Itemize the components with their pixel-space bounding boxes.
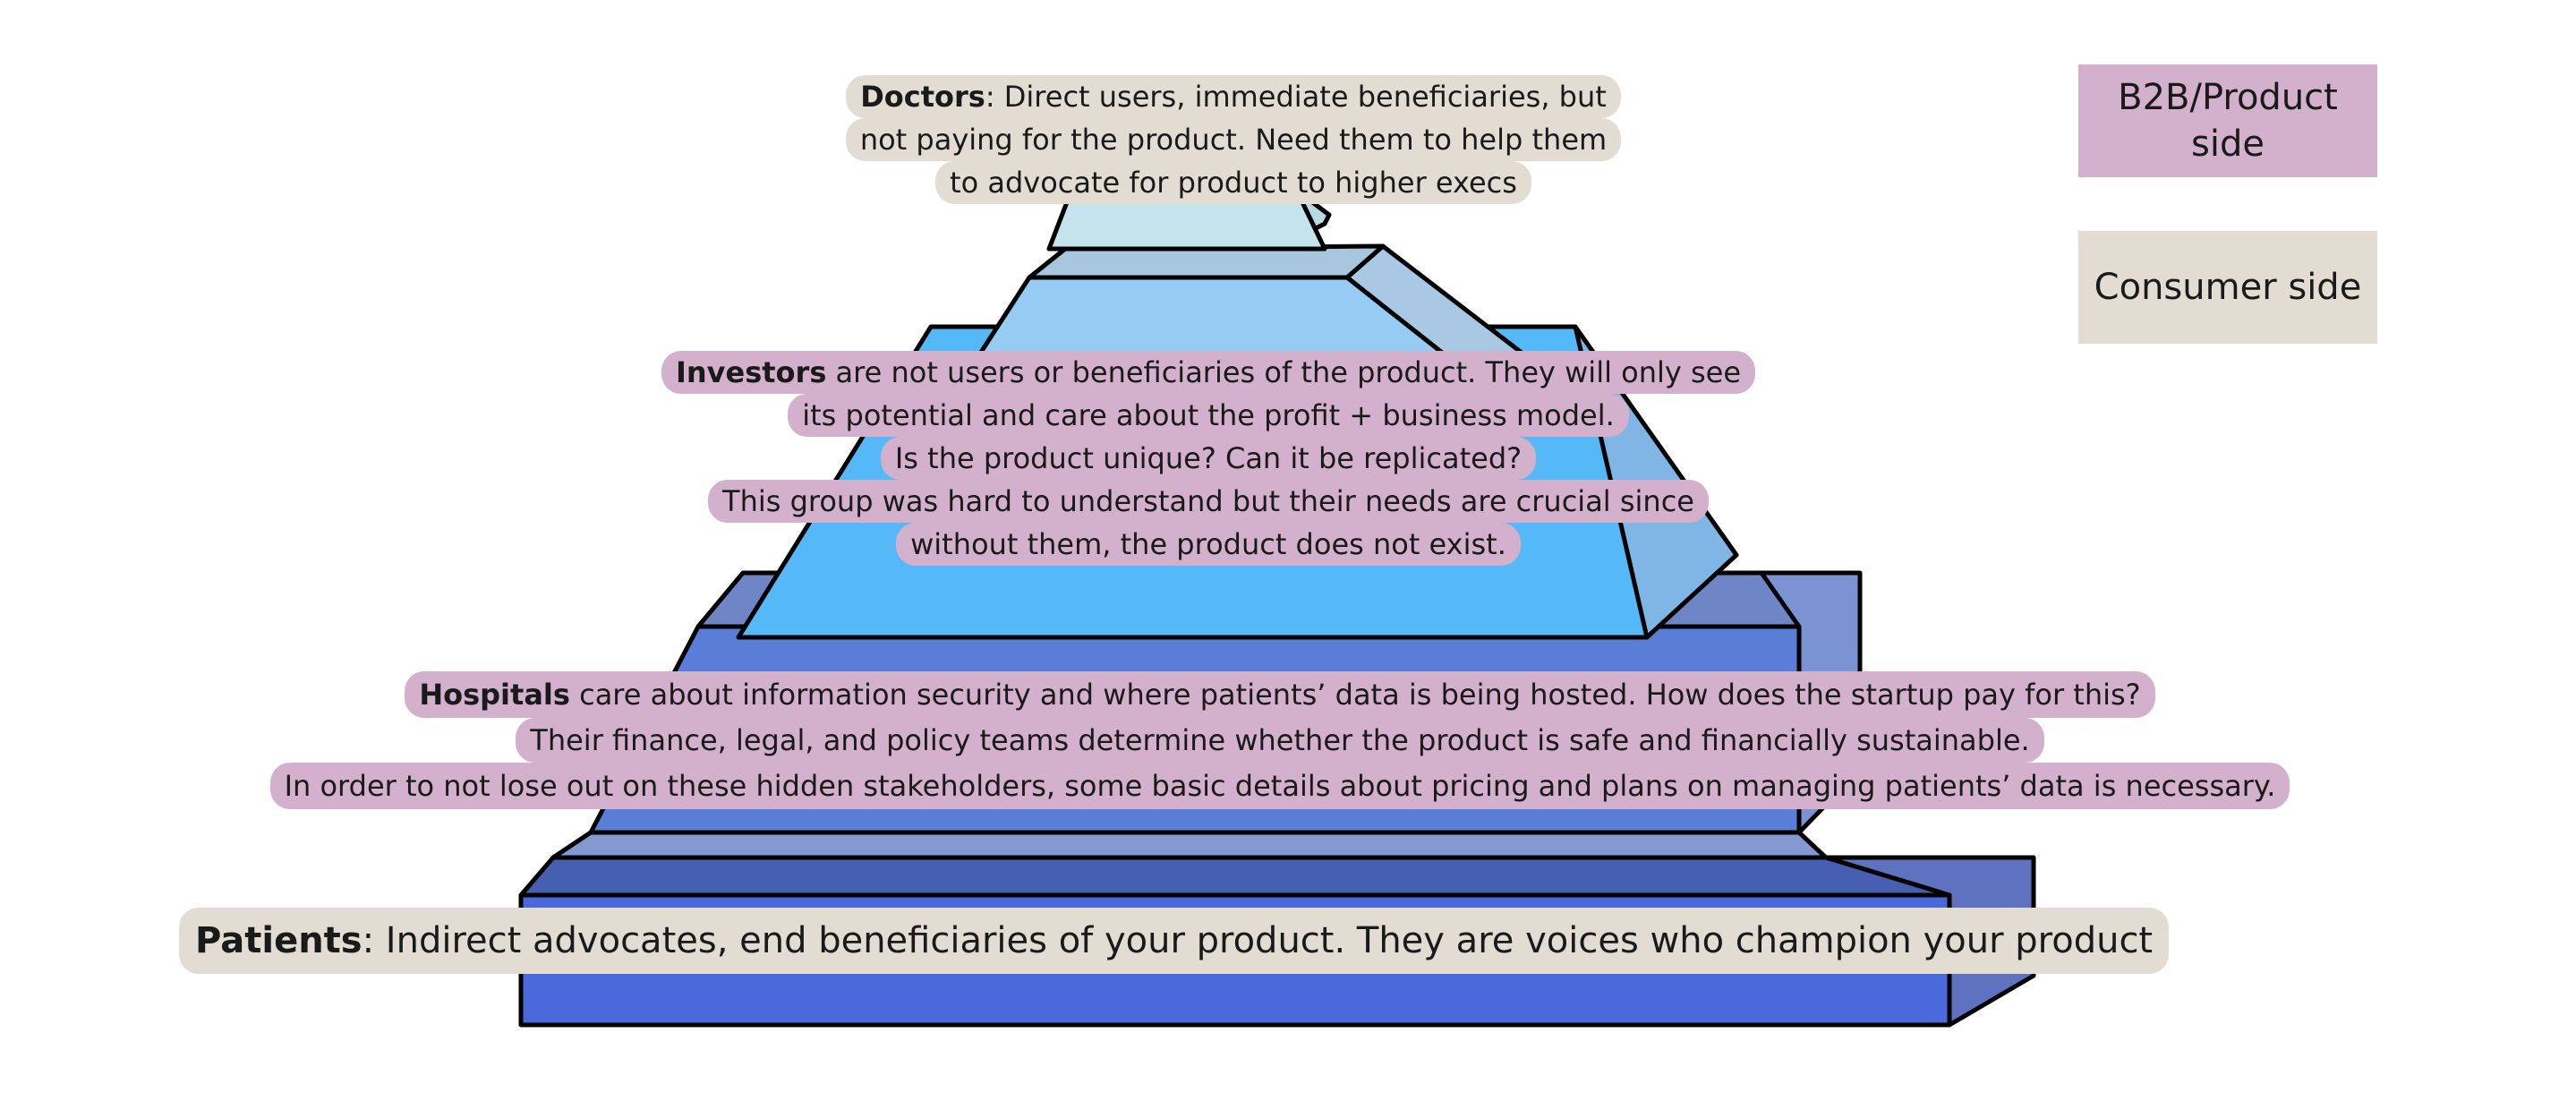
legend-b2b-product-side: B2B/Product side <box>2078 64 2377 177</box>
hospitals-annotation: Hospitals care about information securit… <box>125 671 2435 809</box>
tier5-top <box>518 855 1952 898</box>
tier4-base <box>550 830 1829 860</box>
doctors-title: Doctors <box>860 80 985 114</box>
hospitals-line3: In order to not lose out on these hidden… <box>269 763 2290 809</box>
investors-line4: This group was hard to understand but th… <box>708 480 1709 523</box>
investors-line5: without them, the product does not exist… <box>896 523 1521 566</box>
investors-line2: its potential and care about the profit … <box>788 394 1629 437</box>
legend-consumer-side: Consumer side <box>2078 231 2377 344</box>
doctors-line2: not paying for the product. Need them to… <box>845 118 1622 161</box>
legend-consumer-label: Consumer side <box>2094 267 2362 308</box>
patients-title: Patients <box>195 920 363 961</box>
investors-line1: are not users or beneficiaries of the pr… <box>826 355 1742 389</box>
doctors-annotation: Doctors: Direct users, immediate benefic… <box>831 75 1636 204</box>
hospitals-title: Hospitals <box>419 678 570 712</box>
investors-annotation: Investors are not users or beneficiaries… <box>618 351 1799 566</box>
doctors-line1: : Direct users, immediate beneficiaries,… <box>985 80 1607 114</box>
investors-line3: Is the product unique? Can it be replica… <box>880 437 1537 480</box>
hospitals-line1: care about information security and wher… <box>569 678 2141 712</box>
legend-b2b-label: B2B/Product side <box>2118 77 2338 165</box>
hospitals-line2: Their finance, legal, and policy teams d… <box>516 718 2044 763</box>
patients-annotation: Patients: Indirect advocates, end benefi… <box>179 908 2576 974</box>
investors-title: Investors <box>675 355 827 389</box>
patients-text: : Indirect advocates, end beneficiaries … <box>362 920 2154 961</box>
doctors-line3: to advocate for product to higher execs <box>935 161 1531 204</box>
